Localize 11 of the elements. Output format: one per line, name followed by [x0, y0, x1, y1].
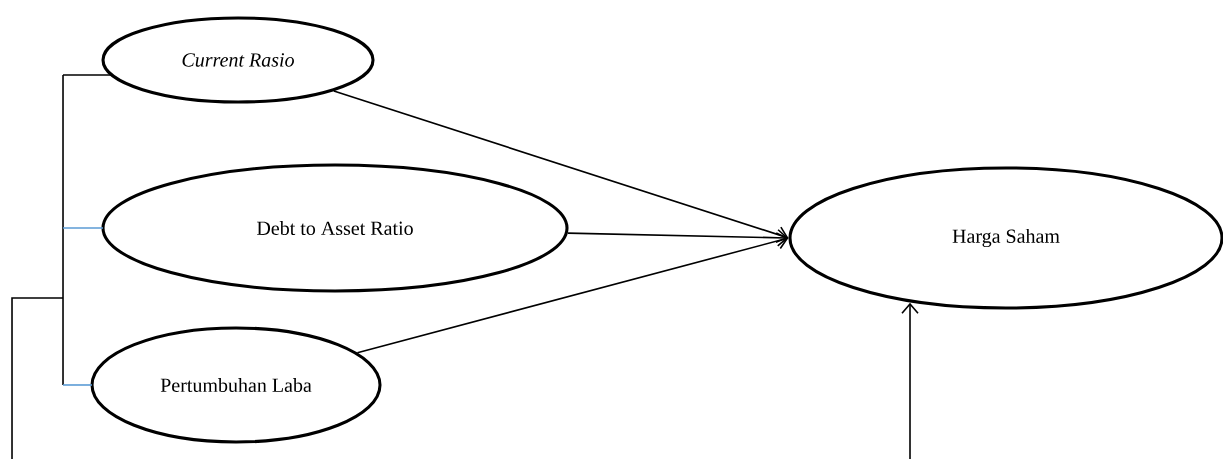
bracket-line — [11, 74, 64, 459]
arrow — [901, 302, 919, 459]
connector-line — [62, 227, 104, 229]
connector-line — [62, 74, 113, 76]
ellipse-node: Current Rasio — [101, 16, 375, 104]
ellipse-node: Pertumbuhan Laba — [90, 326, 382, 444]
connector-line — [62, 384, 93, 386]
arrow — [567, 228, 789, 247]
arrow — [333, 90, 789, 244]
arrow — [356, 232, 789, 354]
ellipse-node: Debt to Asset Ratio — [101, 163, 569, 293]
